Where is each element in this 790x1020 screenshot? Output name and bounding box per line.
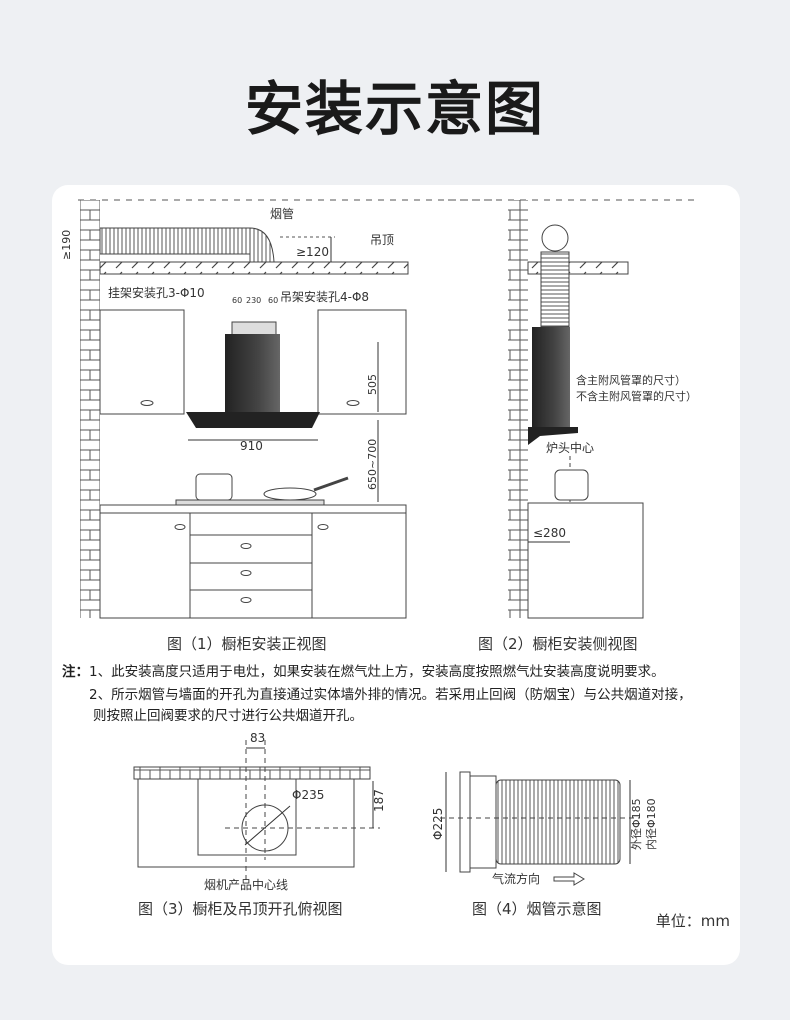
note-with-cover: 含主附风管罩的尺寸） xyxy=(576,373,686,387)
unit-label: 单位：mm xyxy=(655,912,730,930)
dim-wall-gap: ≥190 xyxy=(60,230,73,260)
pot xyxy=(195,473,233,501)
label-centerline: 烟机产品中心线 xyxy=(204,877,288,892)
duct xyxy=(540,251,570,328)
wall xyxy=(80,200,100,618)
figure-3-top-view: 83 Φ235 187 烟机产品中心线 xyxy=(133,731,386,892)
dim-mount-height: 650~700 xyxy=(366,439,379,490)
figure-4-duct: Φ225 外径Φ185 内径Φ180 气流方向 xyxy=(431,771,658,886)
dim-depth: ≤280 xyxy=(533,526,566,540)
dim-flange: Φ225 xyxy=(431,808,445,840)
ceiling xyxy=(99,261,409,275)
label-airflow: 气流方向 xyxy=(492,871,540,886)
dim-height: 505 xyxy=(366,374,379,395)
dim-depth: 187 xyxy=(372,789,386,812)
notes-label: 注： xyxy=(62,664,89,680)
note-1: 1、此安装高度只适用于电灶，如果安装在燃气灶上方，安装高度按照燃气灶安装高度说明… xyxy=(89,664,665,680)
page-title: 安装示意图 xyxy=(244,75,545,143)
range-hood xyxy=(225,334,280,412)
upper-cabinet-left xyxy=(99,309,185,415)
label-pipe: 烟管 xyxy=(270,206,294,221)
caption-fig2: 图（2）橱柜安装侧视图 xyxy=(478,635,638,653)
note-2: 2、所示烟管与墙面的开孔为直接通过实体墙外排的情况。若采用止回阀（防烟宝）与公共… xyxy=(89,687,692,703)
pan xyxy=(263,487,317,501)
dim-offset: 83 xyxy=(250,731,265,745)
pot xyxy=(554,469,589,501)
dim-min-gap: ≥120 xyxy=(296,245,329,259)
range-hood xyxy=(532,327,570,427)
label-ceiling: 吊顶 xyxy=(370,233,394,247)
dim-width: 910 xyxy=(240,439,263,453)
ceiling-edge xyxy=(133,766,371,780)
flexible-duct xyxy=(495,779,621,865)
wall xyxy=(508,200,528,618)
figure-2-side-view: 含主附风管罩的尺寸） 不含主附风管罩的尺寸） 炉头中心 ≤280 xyxy=(448,199,700,619)
note-3: 则按照止回阀要求的尺寸进行公共烟道开孔。 xyxy=(93,708,363,724)
dim-inner-diameter: 内径Φ180 xyxy=(644,798,658,850)
base-cabinet xyxy=(527,502,644,619)
caption-fig3: 图（3）橱柜及吊顶开孔俯视图 xyxy=(138,900,343,918)
dim-hole: Φ235 xyxy=(292,788,324,802)
dim-60-left: 60 xyxy=(232,296,242,305)
dim-230: 230 xyxy=(246,296,261,305)
base-cabinet xyxy=(99,512,407,619)
caption-fig1: 图（1）橱柜安装正视图 xyxy=(167,635,327,653)
dim-outer-diameter: 外径Φ185 xyxy=(630,798,643,850)
label-hanger-hole: 挂架安装孔3-Φ10 xyxy=(108,285,205,300)
note-without-cover: 不含主附风管罩的尺寸） xyxy=(576,389,697,403)
countertop xyxy=(99,504,407,514)
arrow-right-icon xyxy=(553,872,585,886)
dim-60-right: 60 xyxy=(268,296,278,305)
upper-cabinet-right xyxy=(317,309,407,415)
label-hook-hole: 吊架安装孔4-Φ8 xyxy=(280,289,369,304)
figure-1-front-view: 烟管 吊顶 ≥120 ≥190 挂架安装孔3-Φ10 吊架安装孔4-Φ8 60 … xyxy=(60,199,500,619)
hood-panel xyxy=(186,412,320,428)
caption-fig4: 图（4）烟管示意图 xyxy=(472,900,602,918)
label-burner-center: 炉头中心 xyxy=(546,440,594,455)
duct xyxy=(99,227,251,255)
